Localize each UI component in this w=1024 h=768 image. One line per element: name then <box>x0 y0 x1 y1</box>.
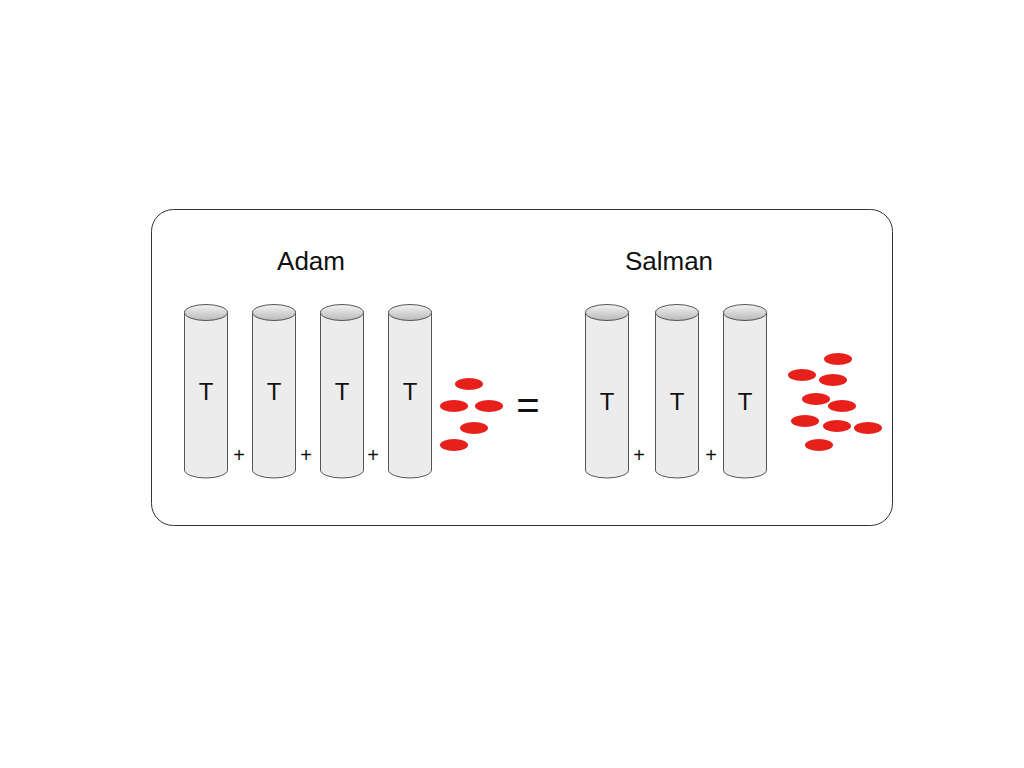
cylinder: T <box>184 304 228 479</box>
group-name: Adam <box>277 248 345 274</box>
cylinder-label: T <box>723 390 767 414</box>
cylinder: T <box>655 304 699 479</box>
plus-sign: + <box>633 445 645 465</box>
equals-sign: = <box>516 385 539 425</box>
cylinder-label: T <box>655 390 699 414</box>
group-name: Salman <box>625 248 713 274</box>
cylinder: T <box>252 304 296 479</box>
cylinder: T <box>723 304 767 479</box>
cylinder: T <box>585 304 629 479</box>
cylinder-label: T <box>585 390 629 414</box>
frame <box>152 210 893 526</box>
cylinder: T <box>320 304 364 479</box>
cylinder-label: T <box>184 380 228 404</box>
plus-sign: + <box>367 445 379 465</box>
plus-sign: + <box>233 445 245 465</box>
cylinder-label: T <box>388 380 432 404</box>
plus-sign: + <box>705 445 717 465</box>
cylinder-label: T <box>320 380 364 404</box>
cylinder: T <box>388 304 432 479</box>
plus-sign: + <box>300 445 312 465</box>
cylinder-label: T <box>252 380 296 404</box>
